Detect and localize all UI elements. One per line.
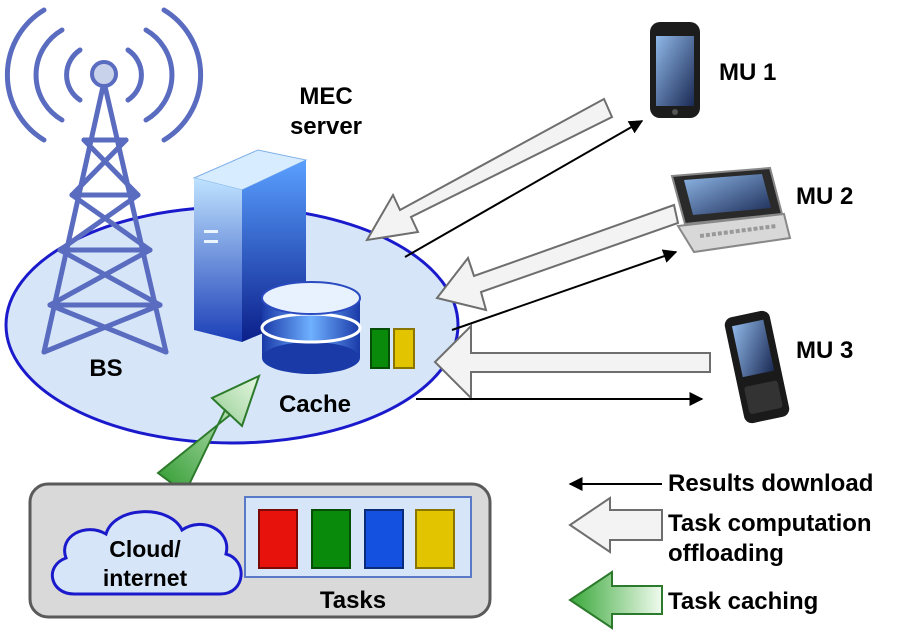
mu2-communicator-icon [670, 166, 792, 254]
task-caching-arrow [156, 374, 261, 495]
mu3-label: MU 3 [796, 337, 853, 364]
tasks-label: Tasks [320, 587, 386, 614]
offloading-arrow-mu1 [365, 97, 614, 242]
mu1-label: MU 1 [719, 59, 776, 86]
offloading-arrow-mu2 [435, 203, 680, 312]
cloud-icon [50, 510, 243, 596]
antenna-top-icon [90, 60, 118, 88]
bs-label: BS [89, 355, 122, 382]
cache-database-icon [260, 281, 362, 374]
task-blue [364, 509, 404, 569]
mu1-smartphone-icon [650, 22, 700, 118]
offloading-arrow-mu3 [433, 323, 711, 401]
task-yellow [415, 509, 455, 569]
task-green [311, 509, 351, 569]
legend-task-caching: Task caching [668, 588, 818, 615]
legend-caching-arrow [568, 570, 663, 630]
legend-offloading-line2: offloading [668, 540, 784, 567]
legend-offloading-line1: Task computation [668, 510, 872, 537]
mu3-slider-phone-icon [724, 310, 790, 424]
base-station-tower-icon [4, 7, 204, 355]
task-red [258, 509, 298, 569]
cached-task-yellow [393, 328, 415, 369]
download-arrows [404, 120, 704, 406]
offloading-arrows [365, 97, 711, 401]
download-arrow-mu1 [404, 120, 644, 258]
mec-server-label-line2: server [290, 113, 362, 140]
mec-server-label-line1: MEC [299, 83, 352, 110]
download-arrow-mu2 [451, 249, 678, 331]
legend-offloading-arrow [568, 496, 663, 554]
mu2-label: MU 2 [796, 183, 853, 210]
legend-results-download: Results download [668, 470, 873, 497]
cached-task-green [370, 328, 390, 369]
cache-label: Cache [279, 391, 351, 418]
cloud-label-line2: internet [103, 565, 188, 591]
cloud-label-line1: Cloud/ [109, 536, 181, 562]
